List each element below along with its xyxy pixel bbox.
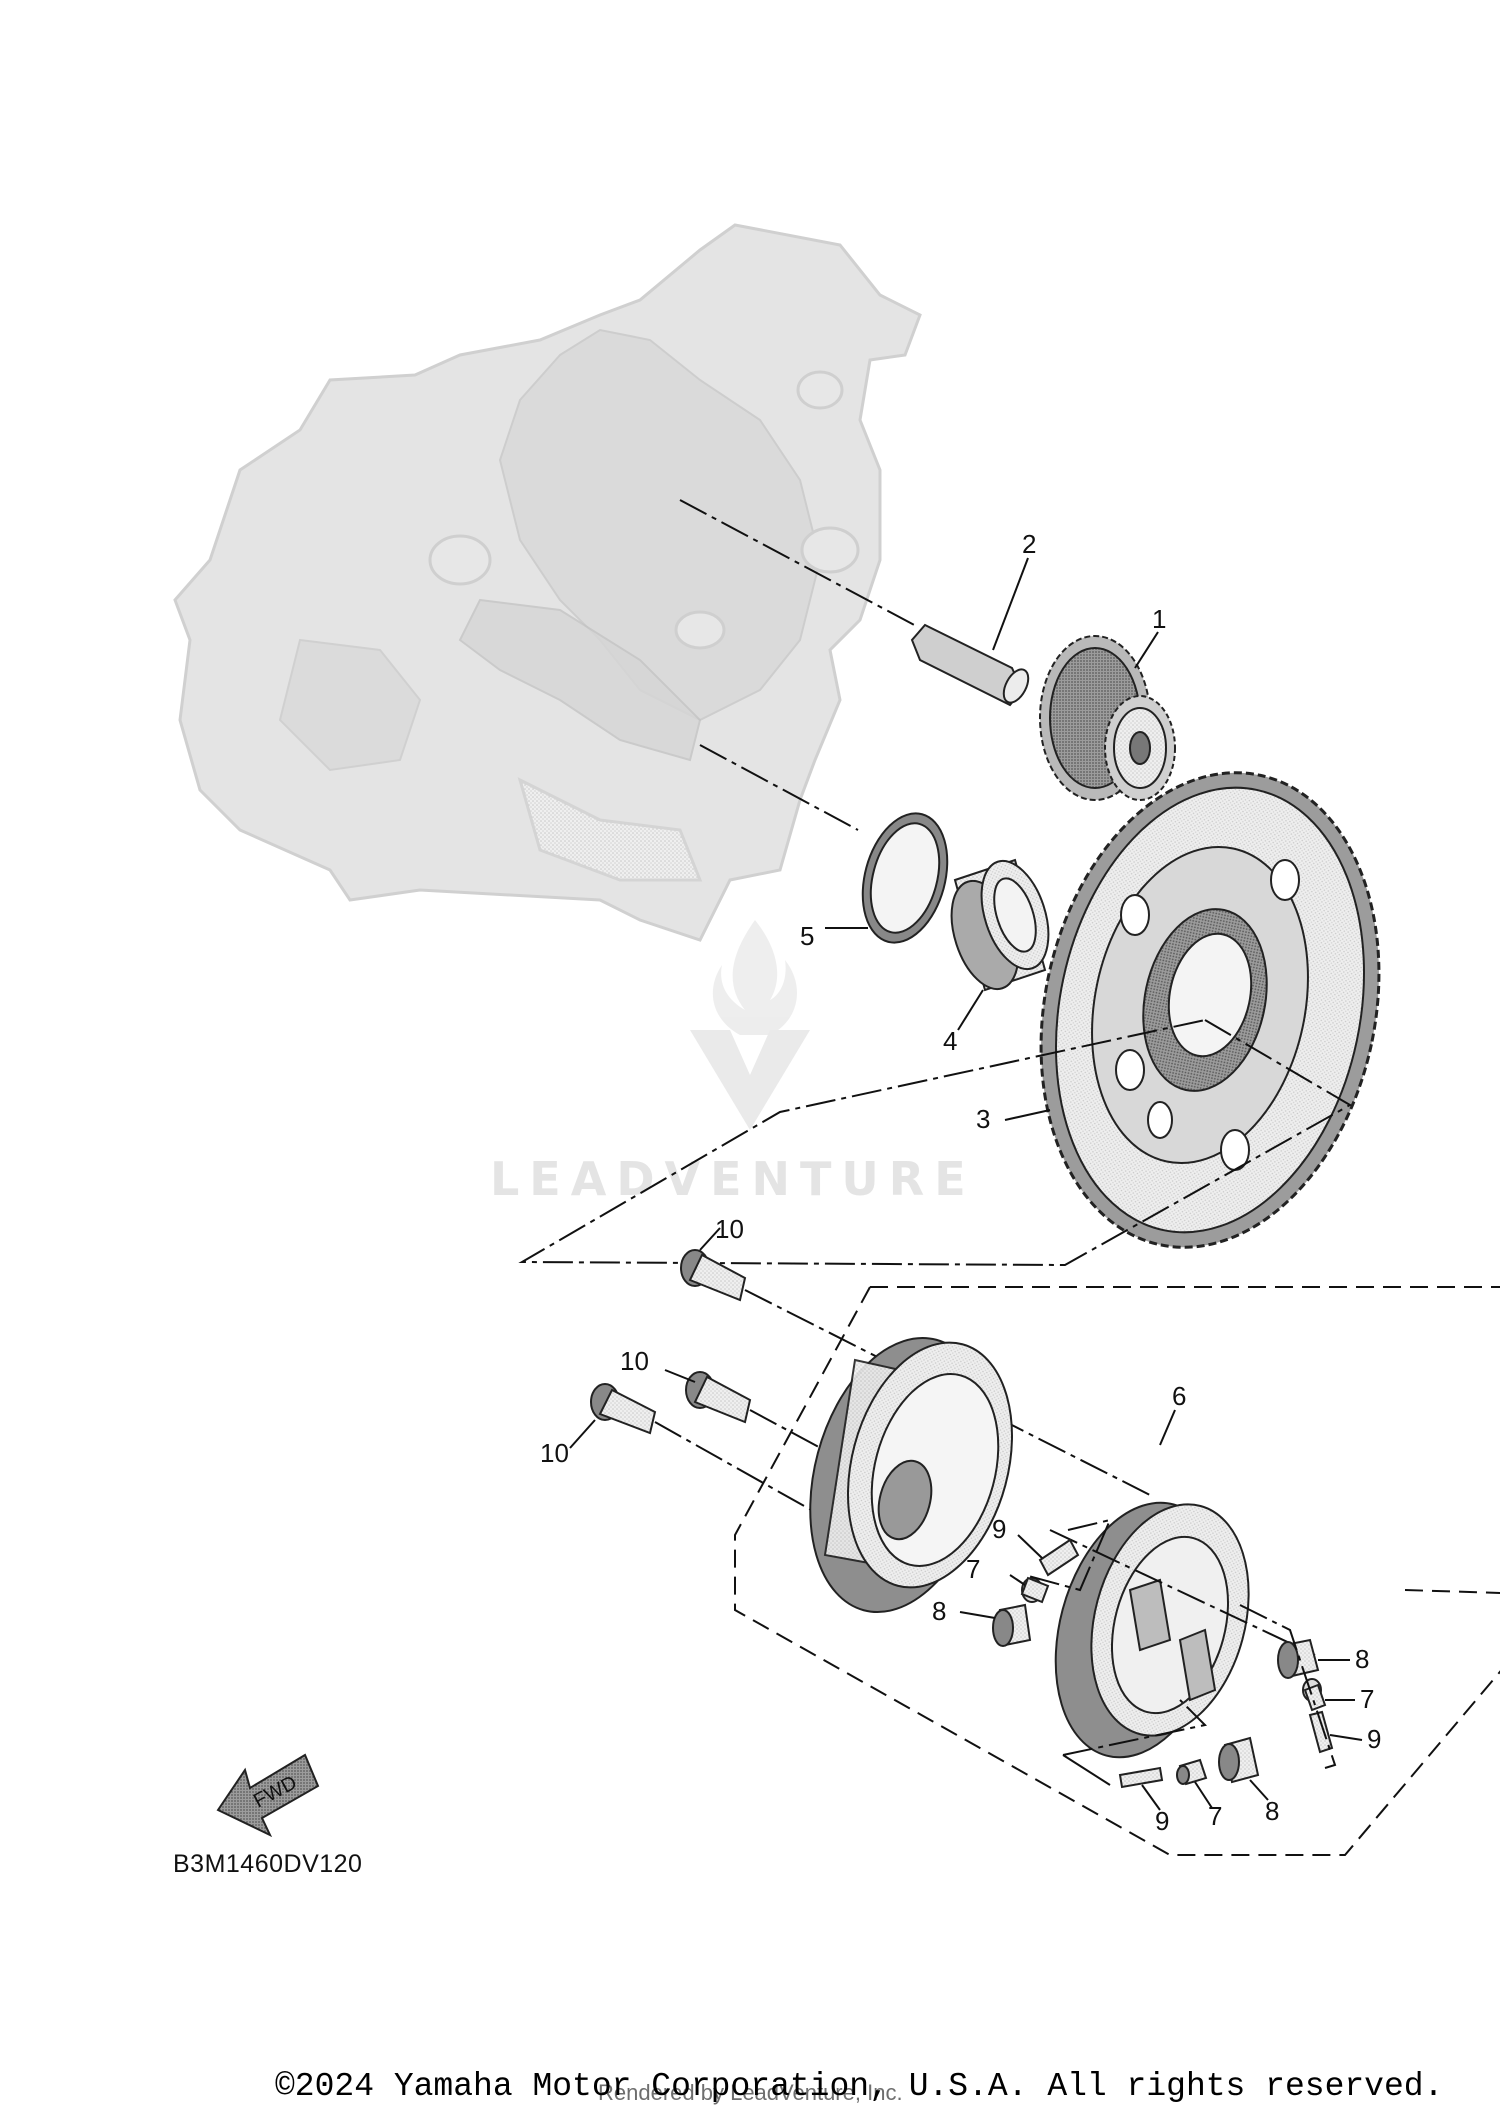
part-1-idler-gear[interactable] [1039, 635, 1176, 801]
callout-2[interactable]: 2 [1022, 529, 1036, 559]
part-7-pin-right[interactable] [1302, 1678, 1327, 1712]
assembly-6-boundary [734, 1286, 1500, 1856]
leader-8-left [959, 1611, 996, 1619]
part-9-spring-left-upper[interactable] [1038, 1538, 1080, 1577]
callout-3[interactable]: 3 [976, 1104, 990, 1134]
callout-4[interactable]: 4 [943, 1026, 957, 1056]
clutch-line [1049, 1529, 1316, 1656]
assembly-6-boundary-right [1404, 1589, 1500, 1594]
callout-10-top[interactable]: 10 [715, 1214, 744, 1244]
rendered-by-text: Rendered by LeadVenture, Inc. [598, 2080, 903, 2105]
callout-10-bottom[interactable]: 10 [540, 1438, 569, 1468]
part-10-bolt-middle[interactable] [685, 1371, 752, 1424]
leader-10-middle [664, 1369, 696, 1383]
part-7-pin-left[interactable] [1020, 1576, 1050, 1604]
part-10-bolt-bottom[interactable] [590, 1383, 657, 1435]
cluster-right-line [1239, 1604, 1337, 1769]
callout-1[interactable]: 1 [1152, 604, 1166, 634]
leader-2 [992, 557, 1029, 651]
leadventure-watermark: LEADVENTURE [490, 920, 976, 1206]
callout-5[interactable]: 5 [800, 921, 814, 951]
part-8-roller-left[interactable] [992, 1603, 1032, 1647]
callout-6[interactable]: 6 [1172, 1381, 1186, 1411]
callout-9-left[interactable]: 9 [992, 1514, 1006, 1544]
leader-6 [1159, 1409, 1176, 1446]
leader-1 [1134, 631, 1159, 669]
callout-7-right[interactable]: 7 [1360, 1684, 1374, 1714]
diagram-code: B3M1460DV120 [173, 1850, 362, 1878]
part-8-roller-right[interactable] [1277, 1638, 1320, 1679]
leader-3 [1004, 1109, 1051, 1121]
leader-4 [957, 989, 984, 1031]
callout-10-middle[interactable]: 10 [620, 1346, 649, 1376]
part-5-washer[interactable] [849, 804, 960, 952]
callout-9-right[interactable]: 9 [1367, 1724, 1381, 1754]
crankcase-housing [173, 223, 922, 942]
part-7-pin-bottom[interactable] [1176, 1758, 1208, 1786]
leader-10-bottom [569, 1419, 596, 1449]
callout-8-right[interactable]: 8 [1355, 1644, 1369, 1674]
part-10-bolt-top[interactable] [680, 1249, 747, 1302]
callout-7-bottom[interactable]: 7 [1208, 1801, 1222, 1831]
leader-9-right [1329, 1734, 1363, 1741]
part-9-spring-bottom[interactable] [1118, 1766, 1164, 1789]
copyright-text: ©2024 Yamaha Motor Corporation, U.S.A. A… [275, 2068, 1444, 2105]
leader-7-left [1009, 1574, 1026, 1586]
part-8-roller-bottom[interactable] [1218, 1736, 1260, 1784]
leader-9-bottom [1141, 1784, 1161, 1811]
assembly-reference-line [518, 1019, 1353, 1267]
part-2-shaft[interactable] [910, 623, 1033, 707]
part-6-clutch-outer-housing[interactable] [782, 1318, 1038, 1632]
callout-9-bottom[interactable]: 9 [1155, 1806, 1169, 1836]
callout-7-left[interactable]: 7 [966, 1554, 980, 1584]
callout-8-left[interactable]: 8 [932, 1596, 946, 1626]
leader-10-top [699, 1227, 721, 1251]
fwd-arrow-icon: FWD [216, 1753, 320, 1838]
cluster-left-line [1024, 1518, 1112, 1592]
callout-8-bottom[interactable]: 8 [1265, 1796, 1279, 1826]
watermark-text: LEADVENTURE [490, 1152, 976, 1206]
cluster-bottom-tick [1062, 1754, 1111, 1786]
part-4-needle-bearing[interactable] [939, 852, 1061, 997]
part-3-starter-wheel-gear[interactable] [999, 741, 1422, 1279]
leader-9-left [1017, 1534, 1043, 1559]
leader-7-bottom [1194, 1781, 1213, 1809]
cluster-bottom-line [1062, 1699, 1208, 1756]
leader-8-bottom [1249, 1779, 1269, 1801]
part-6-clutch-inner[interactable] [1029, 1484, 1273, 1777]
